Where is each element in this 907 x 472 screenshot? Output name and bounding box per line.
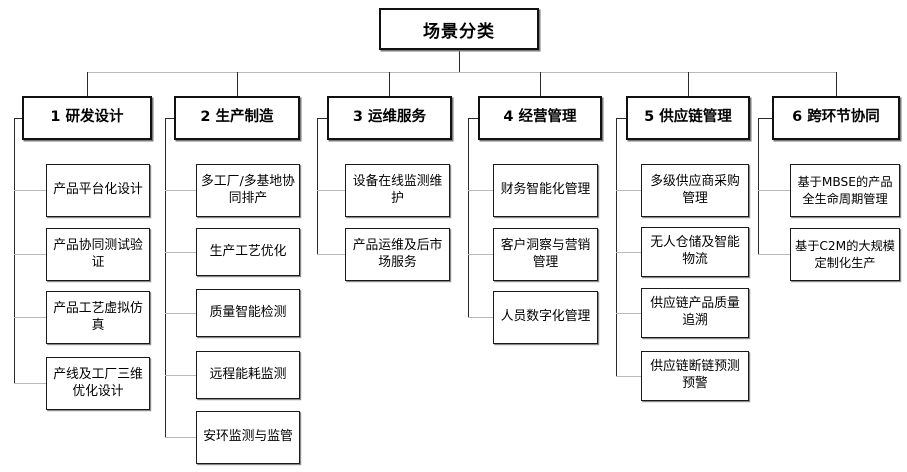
item-box[interactable]: 设备在线监测维护 [345,164,450,217]
connector-branch-c4-i1 [468,190,494,191]
item-box[interactable]: 基于MBSE的产品全生命周期管理 [790,164,900,217]
connector-stub-col-3 [317,118,328,119]
category-header-5-label: 5 供应链管理 [644,109,732,126]
connector-spine-col-4 [468,118,469,317]
item-box[interactable]: 产品工艺虚拟仿真 [46,291,150,344]
connector-branch-c3-i1 [317,190,346,191]
category-header-4-label: 4 经营管理 [503,109,577,126]
category-header-3-label: 3 运维服务 [352,109,427,126]
connector-spine-col-2 [165,118,166,437]
item-box[interactable]: 人员数字化管理 [493,291,598,344]
item-box[interactable]: 基于C2M的大规模定制化生产 [790,228,900,281]
item-label: 财务智能化管理 [500,182,591,198]
item-label: 供应链断链预测预警 [650,359,740,391]
item-label: 多工厂/多基地协同排产 [201,173,295,206]
connector-stub-col-1 [14,118,23,119]
connector-branch-c6-i2 [758,254,791,255]
root-node-label: 场景分类 [423,21,495,42]
connector-branch-c4-i2 [468,254,494,255]
item-label: 产品平台化设计 [53,182,143,198]
connector-spine-col-1 [14,118,15,383]
item-box[interactable]: 产品平台化设计 [46,164,150,217]
item-label: 产品工艺虚拟仿真 [53,300,143,333]
category-header-3[interactable]: 3 运维服务 [327,96,452,140]
connector-drop-col-3 [389,72,390,96]
connector-branch-c5-i1 [616,190,642,191]
connector-stub-col-6 [758,118,773,119]
item-label: 供应链产品质量追溯 [650,296,740,328]
item-label: 产品运维及后市场服务 [352,237,443,270]
item-box[interactable]: 安环监测与监管 [196,411,300,464]
item-label: 客户洞察与营销管理 [500,237,591,270]
item-box[interactable]: 生产工艺优化 [196,228,300,276]
connector-root-stem [459,50,460,72]
root-node[interactable]: 场景分类 [379,8,539,50]
item-label: 产线及工厂三维优化设计 [53,366,143,399]
item-box[interactable]: 多工厂/多基地协同排产 [196,164,300,217]
connector-branch-c2-i1 [165,190,197,191]
connector-branch-c1-i3 [14,317,47,318]
item-box[interactable]: 多级供应商采购管理 [641,164,749,217]
category-header-2-label: 2 生产制造 [200,109,274,126]
connector-branch-c1-i2 [14,254,47,255]
connector-drop-col-4 [540,72,541,96]
connector-branch-c2-i4 [165,375,197,376]
item-label: 基于C2M的大规模定制化生产 [795,239,895,270]
connector-branch-c5-i3 [616,313,642,314]
connector-stub-col-2 [165,118,175,119]
connector-branch-c2-i5 [165,437,197,438]
item-label: 多级供应商采购管理 [650,173,740,206]
connector-branch-c2-i2 [165,252,197,253]
connector-drop-col-6 [836,72,837,96]
category-header-6[interactable]: 6 跨环节协同 [772,96,900,140]
connector-spine-col-6 [758,118,759,254]
connector-horizontal-bus [87,72,836,73]
category-header-5[interactable]: 5 供应链管理 [626,96,750,140]
item-box[interactable]: 无人仓储及智能物流 [641,227,749,277]
item-box[interactable]: 供应链断链预测预警 [641,351,749,401]
connector-spine-col-3 [317,118,318,254]
item-label: 设备在线监测维护 [352,173,443,206]
connector-branch-c1-i4 [14,383,47,384]
item-label: 质量智能检测 [209,304,287,320]
connector-branch-c1-i1 [14,190,47,191]
item-box[interactable]: 质量智能检测 [196,289,300,337]
item-label: 产品协同测试验证 [53,237,143,270]
connector-branch-c6-i1 [758,190,791,191]
connector-branch-c2-i3 [165,313,197,314]
item-label: 无人仓储及智能物流 [650,235,740,267]
connector-drop-col-2 [237,72,238,96]
connector-drop-col-1 [87,72,88,96]
category-header-6-label: 6 跨环节协同 [792,109,880,126]
item-label: 远程能耗监测 [209,366,287,382]
connector-spine-col-5 [616,118,617,376]
item-label: 基于MBSE的产品全生命周期管理 [797,175,893,206]
item-label: 人员数字化管理 [500,309,591,325]
category-header-1[interactable]: 1 研发设计 [22,96,152,140]
item-box[interactable]: 供应链产品质量追溯 [641,288,749,338]
item-box[interactable]: 产品运维及后市场服务 [345,228,450,281]
connector-branch-c5-i2 [616,252,642,253]
connector-branch-c5-i4 [616,376,642,377]
category-header-4[interactable]: 4 经营管理 [478,96,602,140]
item-box[interactable]: 产线及工厂三维优化设计 [46,357,150,410]
category-header-2[interactable]: 2 生产制造 [174,96,300,140]
item-label: 安环监测与监管 [203,429,293,445]
connector-stub-col-4 [468,118,479,119]
category-header-1-label: 1 研发设计 [50,109,124,126]
item-box[interactable]: 财务智能化管理 [493,164,598,217]
item-label: 生产工艺优化 [209,243,287,259]
connector-stub-col-5 [616,118,627,119]
item-box[interactable]: 远程能耗监测 [196,351,300,399]
connector-branch-c4-i3 [468,317,494,318]
connector-drop-col-5 [688,72,689,96]
item-box[interactable]: 产品协同测试验证 [46,228,150,281]
connector-branch-c3-i2 [317,254,346,255]
item-box[interactable]: 客户洞察与营销管理 [493,228,598,281]
